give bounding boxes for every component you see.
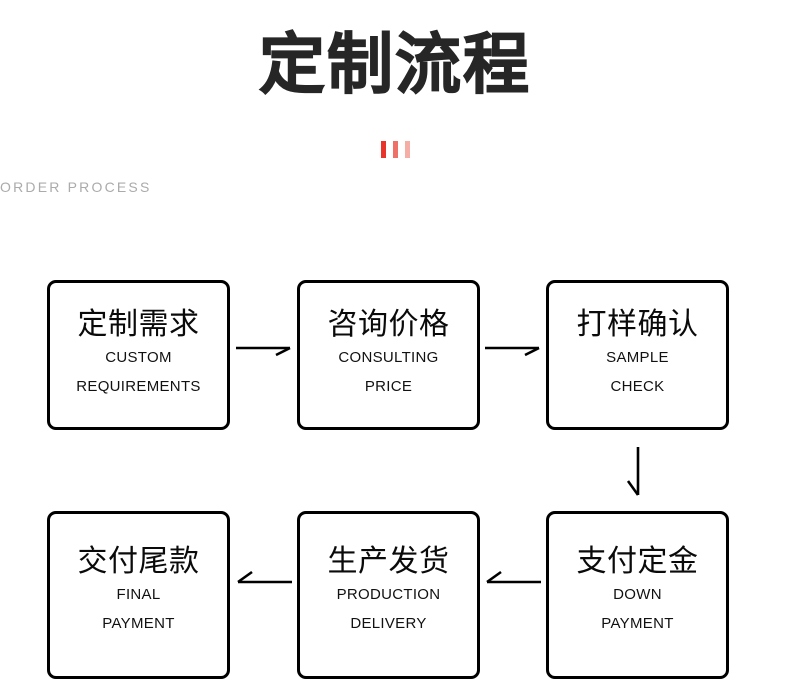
arrow-right-icon bbox=[485, 338, 541, 358]
divider-bar-2-icon bbox=[392, 141, 398, 158]
arrow-left-icon bbox=[485, 570, 541, 590]
flow-step-title-cn: 交付尾款 bbox=[77, 544, 200, 579]
flow-step-sample-check[interactable]: 打样确认 SAMPLE CHECK bbox=[546, 280, 729, 430]
divider-bar-1-icon bbox=[380, 141, 386, 158]
flow-step-title-cn: 咨询价格 bbox=[327, 307, 450, 342]
arrow-left-icon bbox=[236, 570, 292, 590]
flow-step-title-en-line2: PAYMENT bbox=[601, 615, 674, 632]
flow-step-title-en-line1: DOWN bbox=[613, 586, 662, 603]
flow-step-title-en-line2: PRICE bbox=[364, 378, 413, 395]
header: 定制流程 bbox=[0, 0, 790, 102]
flow-step-title-cn: 支付定金 bbox=[576, 544, 699, 579]
flow-step-down-payment[interactable]: 支付定金 DOWN PAYMENT bbox=[546, 511, 729, 679]
flow-step-title-en-line1: SAMPLE bbox=[606, 349, 669, 366]
divider-bar-3-icon bbox=[404, 141, 410, 158]
flow-step-title-en-line1: PRODUCTION bbox=[336, 586, 441, 603]
arrow-right-icon bbox=[236, 338, 292, 358]
flow-step-title-en-line2: CHECK bbox=[610, 378, 665, 395]
page-subtitle: ORDER PROCESS bbox=[0, 179, 152, 195]
flow-step-title-en-line1: CUSTOM bbox=[105, 349, 172, 366]
divider-bars bbox=[0, 141, 790, 158]
flow-step-consulting-price[interactable]: 咨询价格 CONSULTING PRICE bbox=[297, 280, 480, 430]
flow-step-title-en-line1: CONSULTING bbox=[338, 349, 439, 366]
flow-step-title-cn: 定制需求 bbox=[77, 307, 200, 342]
flow-step-title-cn: 生产发货 bbox=[327, 544, 450, 579]
flow-step-final-payment[interactable]: 交付尾款 FINAL PAYMENT bbox=[47, 511, 230, 679]
flow-step-title-en-line2: DELIVERY bbox=[350, 615, 427, 632]
flow-step-title-en-line2: REQUIREMENTS bbox=[76, 378, 201, 395]
flow-step-title-en-line1: FINAL bbox=[116, 586, 161, 603]
flow-step-title-en-line2: PAYMENT bbox=[102, 615, 175, 632]
flow-step-production-delivery[interactable]: 生产发货 PRODUCTION DELIVERY bbox=[297, 511, 480, 679]
flow-step-custom-requirements[interactable]: 定制需求 CUSTOM REQUIREMENTS bbox=[47, 280, 230, 430]
arrow-down-icon bbox=[615, 447, 649, 497]
page-title: 定制流程 bbox=[258, 26, 531, 103]
flow-step-title-cn: 打样确认 bbox=[576, 307, 699, 342]
